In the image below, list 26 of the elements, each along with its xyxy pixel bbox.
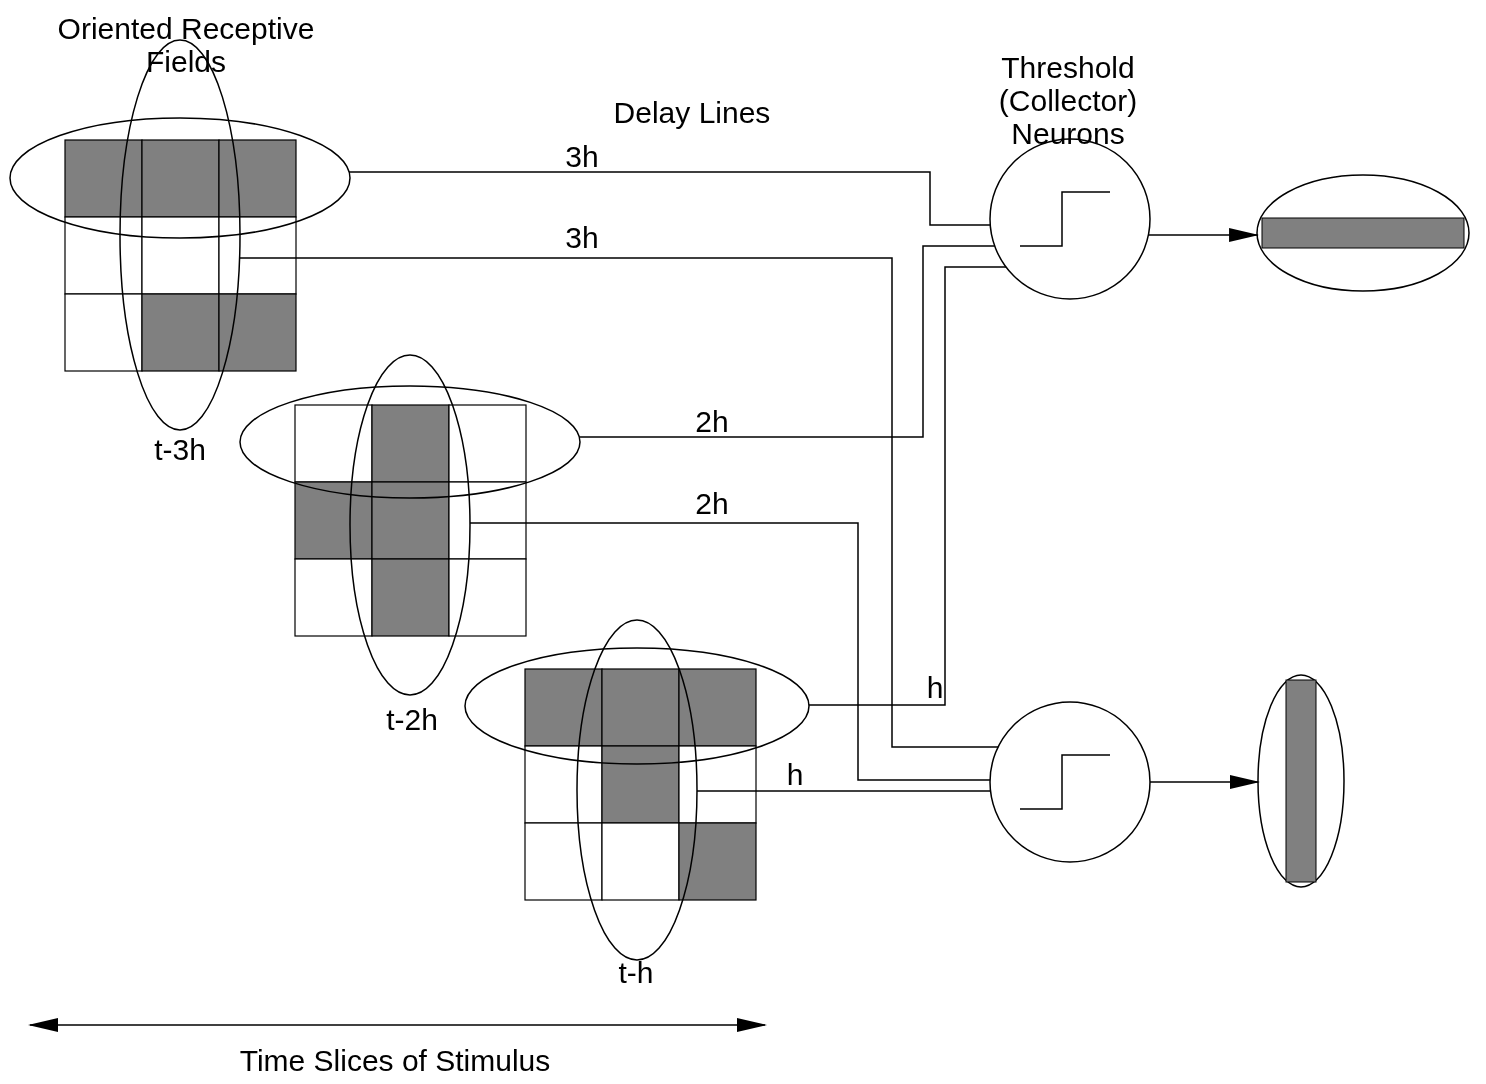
caption-text: Time Slices of Stimulus <box>238 1043 552 1077</box>
edge-label: 3h <box>565 142 599 172</box>
time-slice-label: t-h <box>618 958 654 988</box>
output-field-ellipse <box>1256 673 1346 889</box>
edge-label: h <box>786 760 804 790</box>
arrow <box>1149 775 1260 789</box>
delay-line <box>469 522 991 781</box>
caption-text: Threshold (Collector) Neurons <box>997 50 1139 150</box>
receptive-field-ellipse <box>8 116 352 240</box>
receptive-field-ellipse <box>348 353 472 697</box>
caption-text: Delay Lines <box>612 95 772 129</box>
delay-line <box>808 266 1007 706</box>
delay-line <box>238 257 999 748</box>
receptive-field-ellipse <box>238 384 582 500</box>
delay-line <box>578 245 996 438</box>
time-slice-label: t-3h <box>154 435 206 465</box>
receptive-field-ellipse <box>575 618 699 962</box>
edge-label: h <box>926 673 944 703</box>
edge-label: 2h <box>695 407 729 437</box>
threshold-neuron <box>988 700 1152 864</box>
output-field-ellipse <box>1255 173 1471 293</box>
edge-label: 3h <box>565 223 599 253</box>
delay-line <box>696 790 992 792</box>
edge-label: 2h <box>695 489 729 519</box>
delay-line <box>348 171 991 226</box>
time-slice-label: t-2h <box>386 705 438 735</box>
